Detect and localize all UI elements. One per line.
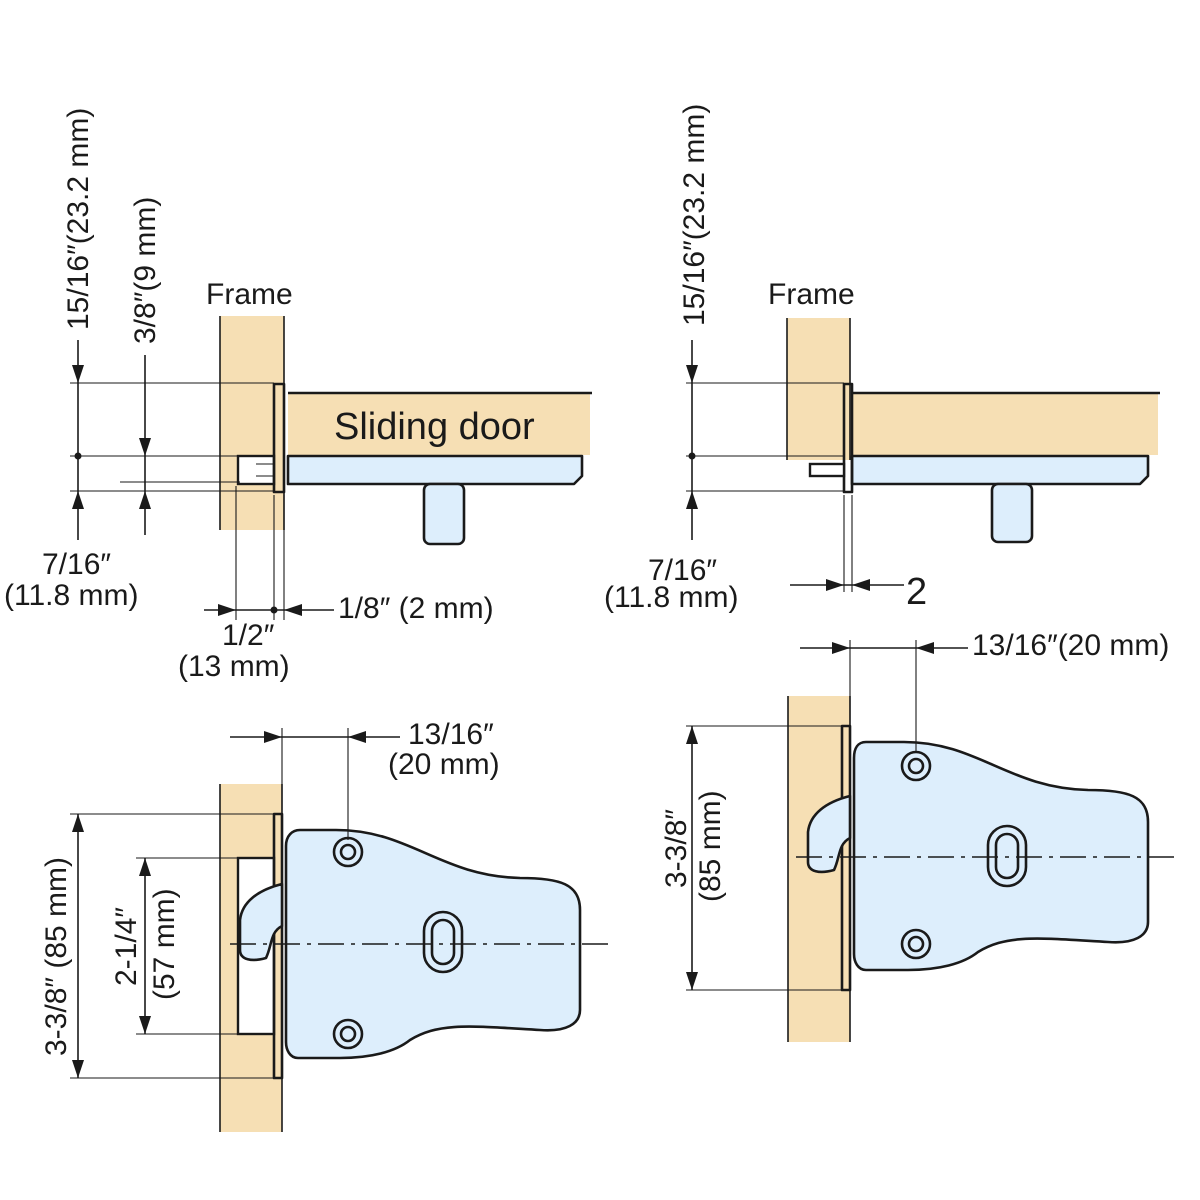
dim-3-3-8-label: 3-3/8″ — [660, 809, 693, 888]
dim-3-8-label: 3/8″(9 mm) — [129, 197, 162, 344]
dim-1-2-label: 1/2″ — [222, 619, 275, 652]
dim-13-16-label: 13/16″ — [408, 718, 494, 751]
sliding-door-label: Sliding door — [334, 406, 535, 448]
latch-body — [286, 454, 584, 486]
strike-plate — [840, 724, 852, 992]
dim-1-8-label: 1/8″ (2 mm) — [338, 592, 494, 625]
dim-13-16-mm-label: (20 mm) — [388, 748, 500, 781]
view-top-left-section: Frame Sliding door 15/16″(23.2 mm) 3/8″(… — [4, 108, 592, 683]
dim-13-16-label: 13/16″(20 mm) — [972, 629, 1169, 662]
dim-7-16-mm-label: (11.8 mm) — [4, 579, 138, 612]
view-bottom-left-front: 13/16″ (20 mm) 3-3/8″ (85 mm) 2-1/4″ (57… — [40, 718, 615, 1132]
screw-hole-top — [900, 750, 932, 782]
dim-3-3-8-label: 3-3/8″ (85 mm) — [40, 857, 73, 1056]
latch-bracket — [236, 454, 276, 486]
dim-2-1-4-label: 2-1/4″ — [110, 907, 143, 986]
screw-hole-top — [332, 836, 364, 868]
dim-gap-2-label: 2 — [906, 571, 927, 613]
dim-7-16-label: 7/16″ — [42, 548, 111, 581]
strike-plate — [272, 812, 284, 1080]
dim-85-mm-label: (85 mm) — [694, 790, 727, 902]
latch-bracket — [808, 462, 846, 478]
strike-plate — [272, 382, 286, 494]
screw-hole-bottom — [900, 928, 932, 960]
dim-7-16-label: 7/16″ — [648, 554, 717, 587]
sliding-door-panel — [288, 393, 590, 455]
roller-post — [422, 482, 466, 546]
sliding-door-panel — [852, 393, 1158, 455]
screw-hole-bottom — [332, 1018, 364, 1050]
dim-1-2-mm-label: (13 mm) — [178, 650, 290, 683]
dim-2-1-4-mm-label: (57 mm) — [148, 888, 181, 1000]
latch-hook — [806, 794, 852, 874]
frame-label: Frame — [206, 278, 293, 311]
view-top-right-section: Frame 15/16″(23.2 mm) 7/16″ (11.8 mm) 2 — [604, 104, 1160, 614]
latch-hook — [238, 882, 284, 962]
dim-7-16-mm-label: (11.8 mm) — [604, 581, 738, 614]
frame-wood — [787, 318, 850, 460]
latch-body — [850, 454, 1150, 486]
dim-15-16-label: 15/16″(23.2 mm) — [62, 108, 95, 330]
dim-15-16-label: 15/16″(23.2 mm) — [678, 104, 711, 326]
view-bottom-right-front: 13/16″(20 mm) 3-3/8″ (85 mm) — [660, 629, 1175, 1042]
strike-plate — [842, 382, 854, 494]
frame-label: Frame — [768, 278, 855, 311]
roller-post — [990, 482, 1034, 544]
